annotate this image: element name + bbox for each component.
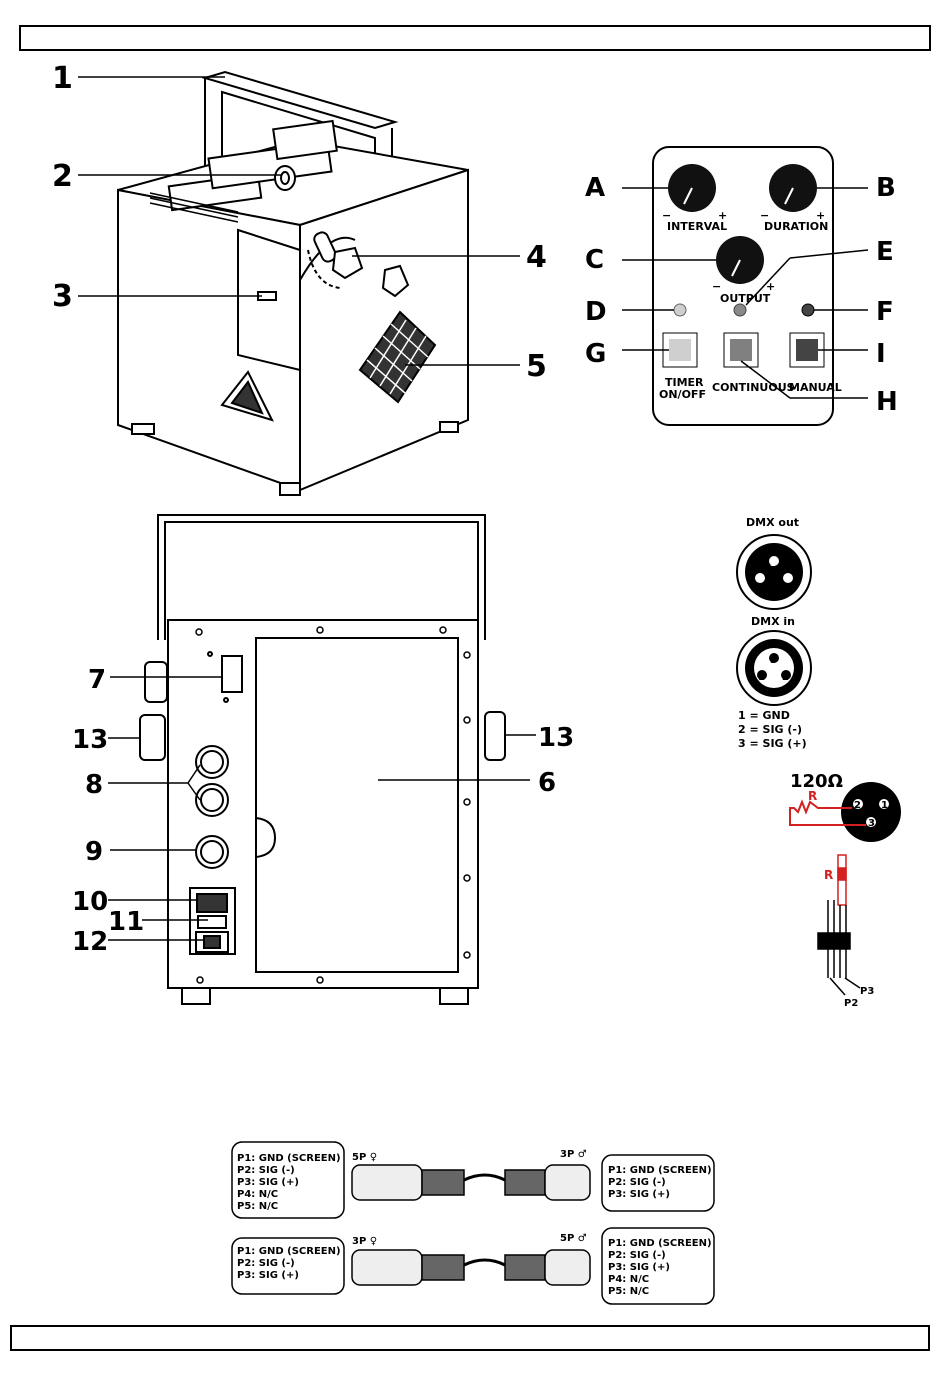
- output-plus: +: [766, 280, 775, 293]
- c1-right-p3: P3: SIG (+): [608, 1189, 670, 1200]
- letter-g: G: [585, 339, 606, 369]
- back-leaders: [108, 676, 536, 941]
- dmx-legend-3: 3 = SIG (+): [738, 737, 807, 750]
- interval-label: INTERVAL: [667, 220, 727, 233]
- term-pin-2: 2: [854, 800, 861, 811]
- dmx-out-pin-1: 1: [784, 574, 791, 585]
- output-minus: −: [712, 280, 721, 293]
- c1-left-p5: P5: N/C: [237, 1201, 278, 1212]
- terminator-plug: [817, 854, 861, 996]
- term-pin-3: 3: [868, 818, 875, 829]
- resistor-label: R: [808, 789, 817, 803]
- led-e: [733, 303, 747, 317]
- dmx-in-pin-2: 2: [782, 672, 789, 683]
- cable1-left-label: 5P ♀: [352, 1152, 377, 1163]
- letter-b: B: [876, 173, 896, 203]
- c2-right-p1: P1: GND (SCREEN): [608, 1238, 712, 1249]
- duration-minus: −: [760, 209, 769, 222]
- callout-13-left: 13: [72, 725, 108, 755]
- c1-right-p2: P2: SIG (-): [608, 1177, 666, 1188]
- cable2-right-label: 5P ♂: [560, 1233, 587, 1244]
- continuous-label: CONTINUOUS: [712, 381, 795, 394]
- terminator-connector: [789, 782, 901, 842]
- plug-p2: P2: [844, 998, 858, 1009]
- output-label: OUTPUT: [720, 292, 771, 305]
- callout-1: 1: [52, 61, 73, 96]
- c2-right-p3: P3: SIG (+): [608, 1262, 670, 1273]
- dmx-in-title: DMX in: [751, 615, 795, 628]
- cable2-left-label: 3P ♀: [352, 1236, 377, 1247]
- remote-panel: [652, 146, 834, 426]
- callout-2: 2: [52, 159, 73, 194]
- plug-resistor-label: R: [824, 868, 833, 882]
- letter-h: H: [876, 387, 898, 417]
- machine-front-view: [117, 70, 469, 496]
- timer-label-1: TIMER: [665, 376, 704, 389]
- terminator-value: 120Ω: [790, 771, 843, 792]
- callout-7: 7: [88, 665, 106, 695]
- c2-left-p3: P3: SIG (+): [237, 1270, 299, 1281]
- letter-d: D: [585, 297, 607, 327]
- callout-3: 3: [52, 279, 73, 314]
- letter-c: C: [585, 245, 604, 275]
- panel-leaders: [622, 187, 869, 399]
- term-pin-1: 1: [881, 800, 888, 811]
- callout-4: 4: [526, 240, 547, 275]
- cable1-right-label: 3P ♂: [560, 1149, 587, 1160]
- header-bar: [19, 25, 931, 51]
- letter-i: I: [876, 339, 886, 369]
- duration-label: DURATION: [764, 220, 828, 233]
- letter-e: E: [876, 237, 894, 267]
- c2-right-p2: P2: SIG (-): [608, 1250, 666, 1261]
- c2-right-p5: P5: N/C: [608, 1286, 649, 1297]
- footer-bar: [10, 1325, 930, 1351]
- c2-right-p4: P4: N/C: [608, 1274, 649, 1285]
- dmx-in-connector: [736, 630, 812, 706]
- led-d: [673, 303, 687, 317]
- dmx-out-pin-2: 2: [756, 574, 763, 585]
- c1-left-p4: P4: N/C: [237, 1189, 278, 1200]
- dmx-in-pin-1: 1: [758, 672, 765, 683]
- letter-f: F: [876, 297, 894, 327]
- cable-2: [231, 1227, 715, 1305]
- plug-p3: P3: [860, 986, 874, 997]
- led-f: [801, 303, 815, 317]
- dmx-out-connector: [736, 534, 812, 610]
- callout-9: 9: [85, 837, 103, 867]
- c2-left-p1: P1: GND (SCREEN): [237, 1246, 341, 1257]
- front-leaders: [78, 76, 520, 366]
- callout-5: 5: [526, 349, 547, 384]
- c2-left-p2: P2: SIG (-): [237, 1258, 295, 1269]
- callout-11: 11: [108, 907, 144, 937]
- dmx-out-title: DMX out: [746, 516, 799, 529]
- callout-8: 8: [85, 770, 103, 800]
- interval-plus: +: [718, 209, 727, 222]
- dmx-legend-2: 2 = SIG (-): [738, 723, 802, 736]
- callout-10: 10: [72, 887, 108, 917]
- c1-left-p3: P3: SIG (+): [237, 1177, 299, 1188]
- interval-minus: −: [662, 209, 671, 222]
- machine-back-view: [139, 514, 506, 1005]
- timer-label-2: ON/OFF: [659, 388, 706, 401]
- dmx-in-pin-3: 3: [770, 655, 777, 666]
- c1-right-p1: P1: GND (SCREEN): [608, 1165, 712, 1176]
- dmx-out-pin-3: 3: [770, 558, 777, 569]
- c1-left-p2: P2: SIG (-): [237, 1165, 295, 1176]
- c1-left-p1: P1: GND (SCREEN): [237, 1153, 341, 1164]
- cable-1: [231, 1141, 715, 1219]
- dmx-legend-1: 1 = GND: [738, 709, 790, 722]
- callout-12: 12: [72, 927, 108, 957]
- manual-label: MANUAL: [789, 381, 842, 394]
- callout-6: 6: [538, 768, 556, 798]
- duration-plus: +: [816, 209, 825, 222]
- callout-13-right: 13: [538, 723, 574, 753]
- letter-a: A: [585, 173, 605, 203]
